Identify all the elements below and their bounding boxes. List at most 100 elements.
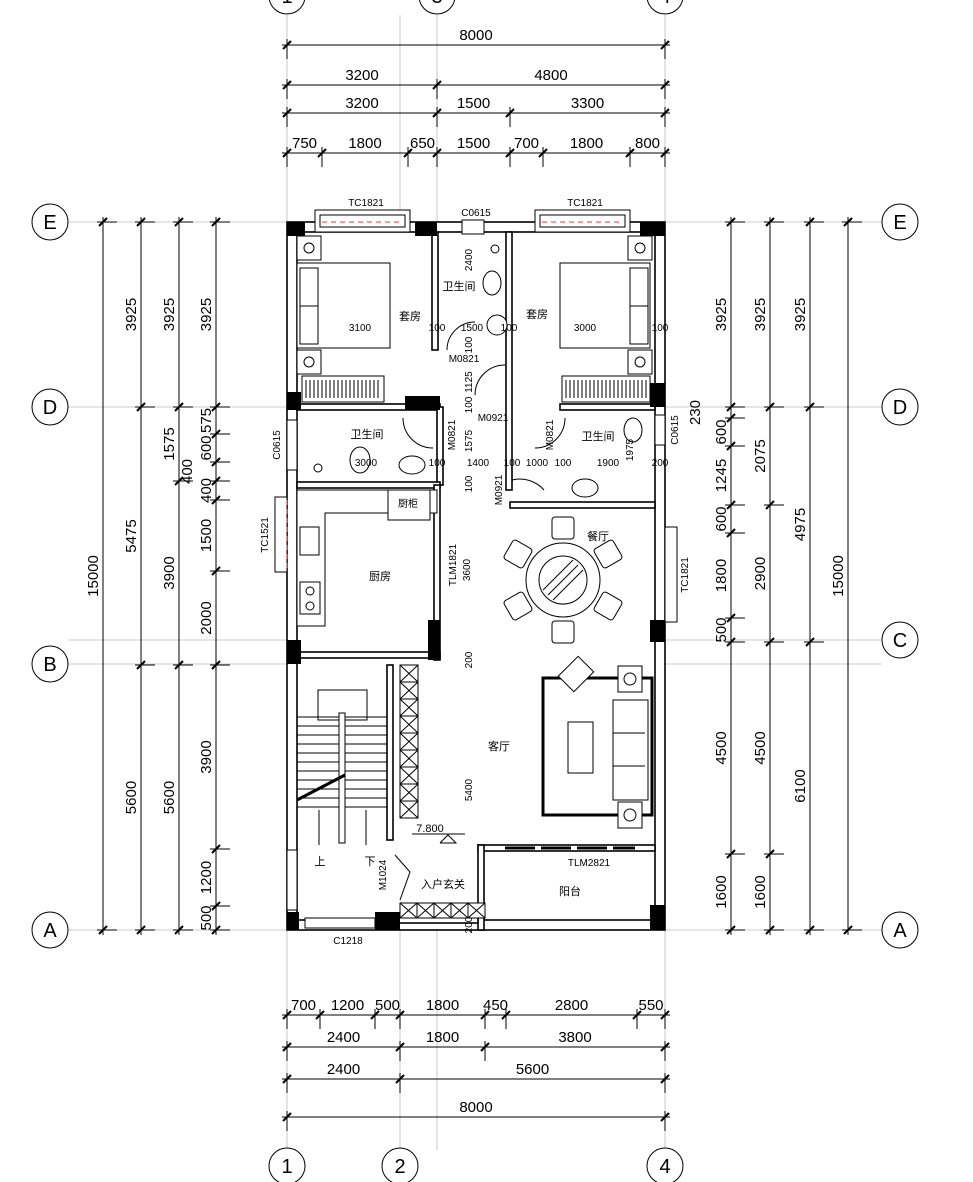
sink xyxy=(398,455,426,475)
dimension-label: 500 xyxy=(198,905,215,930)
pillow xyxy=(629,305,649,345)
toilet xyxy=(623,417,643,443)
nightstands xyxy=(296,235,653,375)
inner-dimension: 1900 xyxy=(597,458,620,469)
window-code: C0615 xyxy=(461,208,491,219)
axis-bubble-right xyxy=(881,203,919,241)
dimension-label: 2000 xyxy=(198,601,215,634)
dimension-label: 750 xyxy=(292,135,317,152)
wall xyxy=(505,231,513,491)
room-label-entry: 入户玄关 xyxy=(421,877,465,891)
door-code: TLM2821 xyxy=(568,858,611,869)
dining-chair xyxy=(593,539,623,569)
axis-bubble-bottom xyxy=(381,1147,419,1182)
axis-bubble-bottom-label: 4 xyxy=(659,1156,670,1178)
dimension-label: 1500 xyxy=(457,95,490,112)
dimension-label: 700 xyxy=(514,135,539,152)
inner-dimension: 3600 xyxy=(462,558,473,581)
axis-bubble-left-label: B xyxy=(43,654,56,676)
dimension-label: 3200 xyxy=(345,95,378,112)
room-label-bathroom: 卫生间 xyxy=(443,279,476,293)
door-code: TLM1821 xyxy=(448,543,459,586)
wall xyxy=(559,403,656,411)
dimension-label: 8000 xyxy=(459,1099,492,1116)
room-label-suite: 套房 xyxy=(526,308,548,321)
dimension-label: 450 xyxy=(483,997,508,1014)
axis-bubble-left-label: E xyxy=(43,212,56,234)
axis-bubble-top xyxy=(268,0,306,15)
inner-dimension: 100 xyxy=(464,475,475,492)
room-label-bathroom: 卫生间 xyxy=(351,427,384,441)
inner-dimension: 3000 xyxy=(355,458,378,469)
dimension-label: 15000 xyxy=(830,555,847,597)
window-code: TC1821 xyxy=(680,557,691,593)
room-label-dining: 餐厅 xyxy=(587,529,609,543)
coffee-table xyxy=(567,721,594,774)
bay-window xyxy=(314,209,411,233)
dimension-label: 800 xyxy=(635,135,660,152)
dimension-label: 1800 xyxy=(713,559,730,592)
dimension-label: 600 xyxy=(713,506,730,531)
dimension-label: 3900 xyxy=(161,556,178,589)
axis-bubble-left-label: D xyxy=(43,397,57,419)
dimension-label: 5600 xyxy=(516,1061,549,1078)
axis-bubble-top-label: 3 xyxy=(431,0,442,8)
wall xyxy=(477,844,485,931)
inner-dimension: 200 xyxy=(464,651,475,668)
wall xyxy=(296,481,441,489)
door-code: M0921 xyxy=(478,413,509,424)
wall xyxy=(386,664,394,841)
staircase xyxy=(296,689,387,845)
bay-window xyxy=(274,496,288,573)
inner-dimension: 2400 xyxy=(464,248,475,271)
dimension-label: 5600 xyxy=(123,781,140,814)
dimension-label: 3900 xyxy=(198,740,215,773)
dimension-label: 3800 xyxy=(558,1029,591,1046)
axis-grid-lines: 134124EDBAEDCA xyxy=(31,0,919,1182)
dimension-label: 15000 xyxy=(85,555,102,597)
door-code: M0821 xyxy=(545,419,556,450)
inner-dimension: 100 xyxy=(429,458,446,469)
window-code: C0615 xyxy=(272,430,283,460)
axis-bubble-right-label: D xyxy=(893,397,907,419)
inner-dimension: 100 xyxy=(652,323,669,334)
dimension-label: 230 xyxy=(687,400,704,425)
dimension-label: 1800 xyxy=(570,135,603,152)
rug xyxy=(541,676,654,817)
dimension-label: 3300 xyxy=(571,95,604,112)
furniture xyxy=(296,235,654,919)
inner-dimension: 1500 xyxy=(461,323,484,334)
column xyxy=(428,620,440,660)
column xyxy=(650,905,665,930)
inner-dimension: 1975 xyxy=(625,438,636,461)
column xyxy=(287,392,301,410)
column xyxy=(287,912,299,930)
window-frame xyxy=(319,214,406,228)
dimension-label: 4500 xyxy=(752,731,769,764)
dimension-label: 600 xyxy=(713,419,730,444)
inner-dimension: 1125 xyxy=(464,371,475,393)
dimension-label: 1800 xyxy=(426,1029,459,1046)
inner-dimension: 1400 xyxy=(467,458,490,469)
kitchen-sink xyxy=(299,526,320,556)
column xyxy=(375,912,400,930)
dimension-label: 1800 xyxy=(348,135,381,152)
window xyxy=(654,414,666,446)
door-code: M0821 xyxy=(449,354,480,365)
dimension-label: 3925 xyxy=(792,298,809,331)
room-label-suite: 套房 xyxy=(399,310,421,323)
sink xyxy=(571,478,599,498)
column xyxy=(287,640,301,664)
inner-dimension: 3100 xyxy=(349,323,372,334)
window xyxy=(461,219,485,235)
column xyxy=(650,383,665,407)
dimension-label: 5600 xyxy=(161,781,178,814)
window xyxy=(286,419,298,471)
axis-bubble-right xyxy=(881,621,919,659)
dimension-label: 1500 xyxy=(457,135,490,152)
door-swing xyxy=(474,364,506,396)
inner-dimension: 100 xyxy=(504,458,521,469)
column xyxy=(287,222,305,236)
